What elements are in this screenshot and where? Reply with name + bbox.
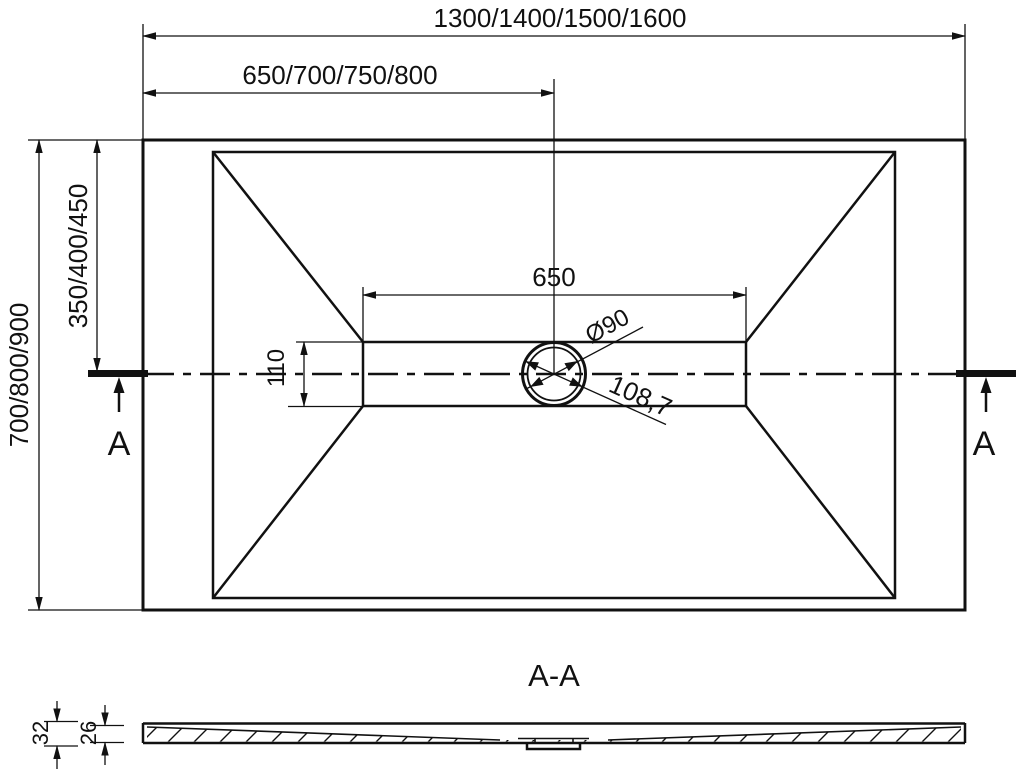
dim-drain-outer-diameter-label: 108,7 <box>605 369 677 423</box>
dim-section-height-26-label: 26 <box>76 721 101 745</box>
dim-depth-to-drain-label: 350/400/450 <box>63 184 93 329</box>
section-outline <box>141 722 967 745</box>
section-drain-recess <box>518 737 589 751</box>
section-arrow-left-label: A <box>108 425 131 463</box>
section-view-title: A-A <box>528 658 580 693</box>
dim-overall-depth: 700/800/900 <box>4 139 143 611</box>
dim-flat-zone-depth: 110 <box>263 341 363 408</box>
dim-drain-outer-diameter: 108,7 <box>524 360 677 426</box>
section-view: A-A 32 <box>28 658 967 769</box>
sloped-surface-left <box>146 726 501 741</box>
sloped-surface-right <box>607 726 962 741</box>
section-cut-markers: A A <box>88 370 1016 463</box>
dim-flat-zone-width: 650 <box>362 262 747 342</box>
plan-dimensions: 1300/1400/1500/1600 650/700/750/800 700/… <box>4 3 966 611</box>
dim-section-height-32-label: 32 <box>28 721 53 745</box>
dim-width-to-drain: 650/700/750/800 <box>142 60 555 97</box>
section-arrow-right-label: A <box>973 425 996 463</box>
section-arrow-left: A <box>108 377 131 463</box>
slope-fold-lines <box>212 151 896 599</box>
dim-flat-zone-width-label: 650 <box>532 262 575 292</box>
dim-section-height-26: 26 <box>76 705 124 765</box>
section-hatch <box>147 727 961 742</box>
dim-section-height-32: 32 <box>28 701 78 769</box>
dim-overall-width: 1300/1400/1500/1600 <box>142 3 966 140</box>
dim-overall-width-label: 1300/1400/1500/1600 <box>433 3 686 33</box>
dim-overall-depth-label: 700/800/900 <box>4 303 34 448</box>
section-arrow-right: A <box>973 377 996 463</box>
dim-flat-zone-depth-label: 110 <box>263 349 290 387</box>
plan-view <box>88 79 1016 612</box>
dim-depth-to-drain: 350/400/450 <box>63 139 101 372</box>
dim-width-to-drain-label: 650/700/750/800 <box>242 60 437 90</box>
